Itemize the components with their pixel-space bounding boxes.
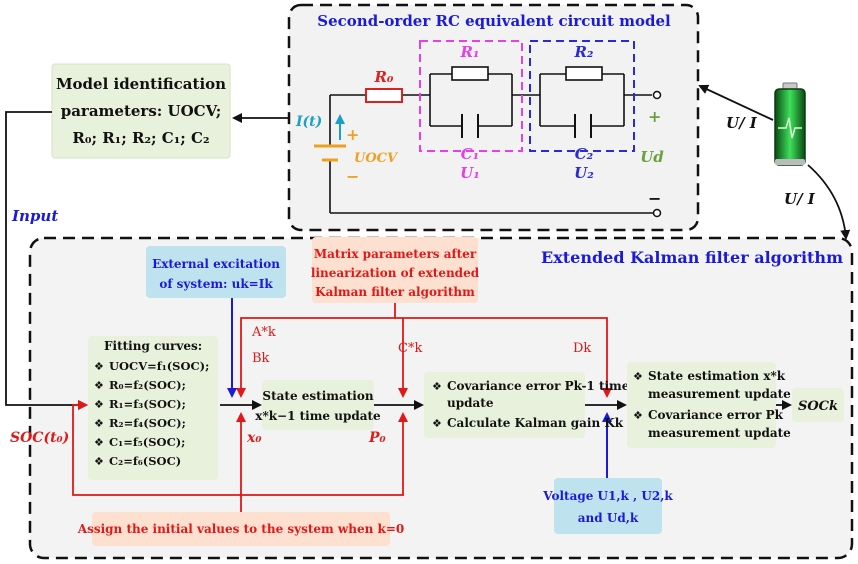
meas-item1a: State estimation x*k	[648, 369, 786, 383]
fitting-bullet-icon: ❖	[94, 436, 104, 449]
voltage-box	[554, 478, 662, 534]
initial-values-text: Assign the initial values to the system …	[77, 522, 404, 536]
matrix-parameters-box	[312, 237, 478, 303]
cov-item1b: update	[447, 396, 494, 410]
model-identification-box	[51, 63, 231, 159]
uocv-label: UOCV	[354, 151, 399, 166]
model-id-line1: Model identification	[56, 75, 226, 93]
capacitor-plates	[461, 114, 592, 138]
initial-values-box	[92, 512, 390, 546]
ud-plus: +	[648, 107, 661, 126]
matrix-d-label: Dk	[573, 341, 591, 356]
u2-label: U₂	[574, 164, 594, 182]
fitting-bullet-icon: ❖	[94, 455, 104, 468]
resistor-r1	[451, 66, 489, 81]
covariance-time-update-box	[424, 372, 585, 438]
rc1-group-box	[419, 40, 523, 152]
r1-label: R₁	[459, 43, 479, 61]
input-label: Input	[11, 207, 58, 225]
resistor-r2	[565, 66, 603, 81]
r2-label: R₂	[573, 43, 593, 61]
fitting-curves-box	[88, 336, 218, 480]
cov-bullet1-icon: ❖	[432, 380, 442, 393]
fitting-item: R₀=f₂(SOC);	[109, 378, 186, 392]
voltage-line1: Voltage U1,k , U2,k	[542, 489, 673, 503]
fitting-item: R₁=f₃(SOC);	[109, 397, 186, 411]
r0-label: R₀	[373, 68, 393, 86]
resistor-r0	[365, 88, 403, 103]
soc-t0-label: SOC(t₀)	[10, 430, 69, 446]
cov-item1a: Covariance error Pk-1 time	[447, 379, 630, 393]
meas-bullet2-icon: ❖	[633, 409, 643, 422]
matrix-c-label: C*k	[398, 341, 422, 356]
matrix-b-label: Bk	[252, 351, 270, 366]
model-id-line3: R₀; R₁; R₂; C₁; C₂	[72, 129, 209, 147]
fitting-item: UOCV=f₁(SOC);	[109, 359, 209, 373]
meas-bullet1-icon: ❖	[633, 370, 643, 383]
matrix-line2: linearization of extended	[311, 266, 480, 280]
measurement-update-box	[627, 362, 776, 448]
meas-item1b: measurement update	[648, 387, 791, 401]
external-excitation-box	[146, 246, 286, 298]
circuit-wires	[329, 73, 657, 214]
c2-label: C₂	[575, 145, 594, 163]
fitting-bullet-icon: ❖	[94, 379, 104, 392]
soc-output-label: SOCk	[798, 399, 838, 414]
fitting-item: R₂=f₄(SOC);	[109, 416, 186, 430]
cov-bullet2-icon: ❖	[432, 417, 442, 430]
battery-icon	[774, 82, 806, 166]
ui-side-label: U/ I	[784, 190, 816, 208]
matrix-a-label: A*k	[251, 325, 276, 340]
circuit-title: Second-order RC equivalent circuit model	[317, 12, 671, 30]
x0-label: x₀	[246, 430, 261, 446]
ud-label: Ud	[640, 148, 664, 166]
input-arrow	[5, 111, 88, 410]
soc-output-box	[792, 388, 844, 422]
p0-label: P₀	[368, 430, 386, 446]
meas-item2b: measurement update	[648, 426, 791, 440]
terminal-positive	[652, 90, 662, 100]
red-signal-lines	[72, 303, 612, 512]
state-line2: x*k−1 time update	[255, 409, 381, 423]
circuit-frame	[287, 3, 700, 232]
voltage-line2: and Ud,k	[578, 511, 639, 525]
fitting-bullet-icon: ❖	[94, 398, 104, 411]
state-line1: State estimation	[262, 389, 373, 403]
ui-arrow-to-circuit	[698, 84, 774, 121]
fitting-curves-list: ❖ UOCV=f₁(SOC); ❖ R₀=f₂(SOC); ❖ R₁=f₃(SOC); ❖ R…	[94, 359, 209, 468]
fitting-title: Fitting curves:	[104, 339, 202, 353]
fitting-item: C₁=f₅(SOC);	[109, 435, 185, 449]
external-line2: of system: uk=Ik	[159, 277, 273, 291]
ekf-title: Extended Kalman filter algorithm	[541, 248, 843, 267]
model-id-line2: parameters: UOCV;	[61, 102, 222, 120]
ud-minus: −	[648, 189, 661, 208]
matrix-line1: Matrix parameters after	[314, 247, 477, 261]
meas-item2a: Covariance error Pk	[648, 408, 784, 422]
state-estimation-box	[262, 380, 374, 430]
current-label: I(t)	[295, 114, 322, 130]
external-line1: External excitation	[152, 257, 280, 271]
rc2-group-box	[529, 40, 635, 152]
fitting-bullet-icon: ❖	[94, 417, 104, 430]
matrix-line3: Kalman filter algorithm	[315, 285, 475, 299]
u1-label: U₁	[460, 164, 480, 182]
cov-item2: Calculate Kalman gain Kk	[447, 416, 624, 430]
uocv-plus: +	[346, 125, 359, 144]
fitting-bullet-icon: ❖	[94, 360, 104, 373]
ui-top-label: U/ I	[726, 114, 758, 132]
uocv-minus: −	[346, 167, 359, 186]
c1-label: C₁	[461, 145, 480, 163]
fitting-item: C₂=f₆(SOC)	[109, 454, 181, 468]
ui-arrow-to-ekf	[807, 164, 851, 240]
terminal-negative	[652, 208, 662, 218]
